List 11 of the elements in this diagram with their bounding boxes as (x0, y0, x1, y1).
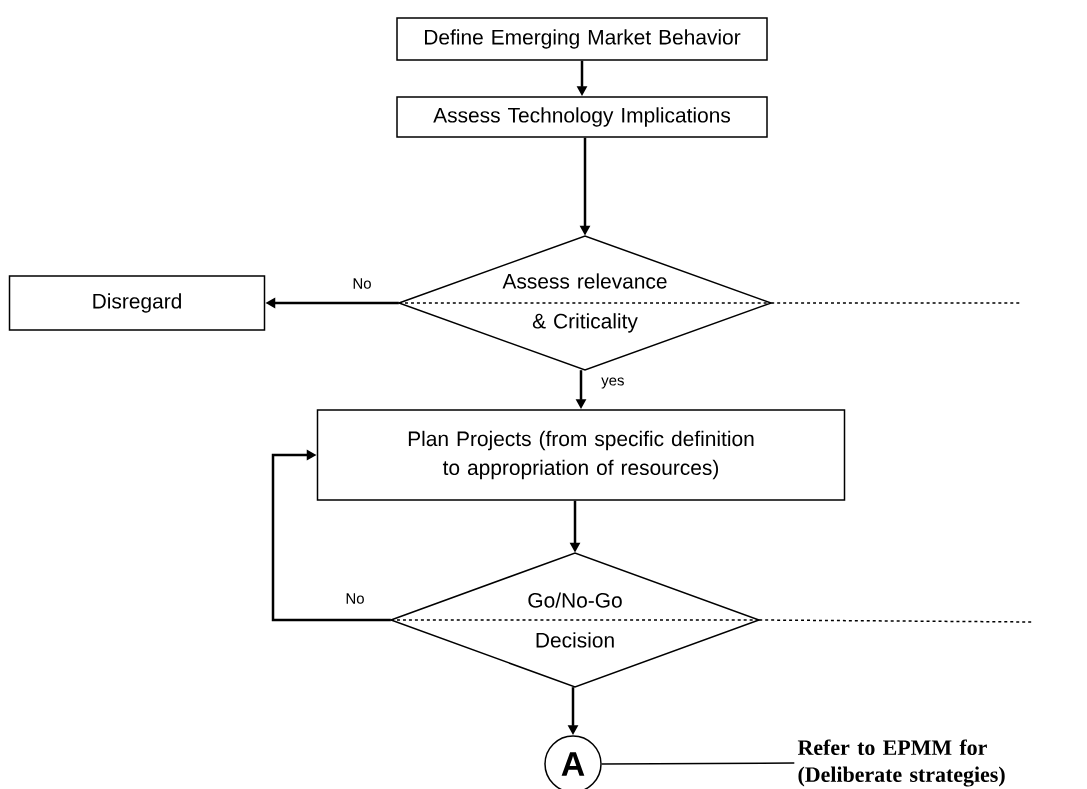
dashed-line (758, 619, 1033, 623)
edge-label: yes (601, 377, 624, 389)
arrow (271, 449, 391, 622)
edge-label: No (353, 278, 371, 289)
note-text: Refer to EPMM for (Deliberate strategies) (797, 739, 1005, 787)
edge-label: No (346, 593, 364, 604)
process-box: Disregard (8, 275, 266, 331)
process-box: Define Emerging Market Behavior (396, 17, 768, 61)
connector-line (601, 762, 796, 765)
process-box: Assess Technology Implications (396, 96, 768, 138)
process-box: Plan Projects (from specific definition to appropriation of resources) (316, 409, 846, 501)
